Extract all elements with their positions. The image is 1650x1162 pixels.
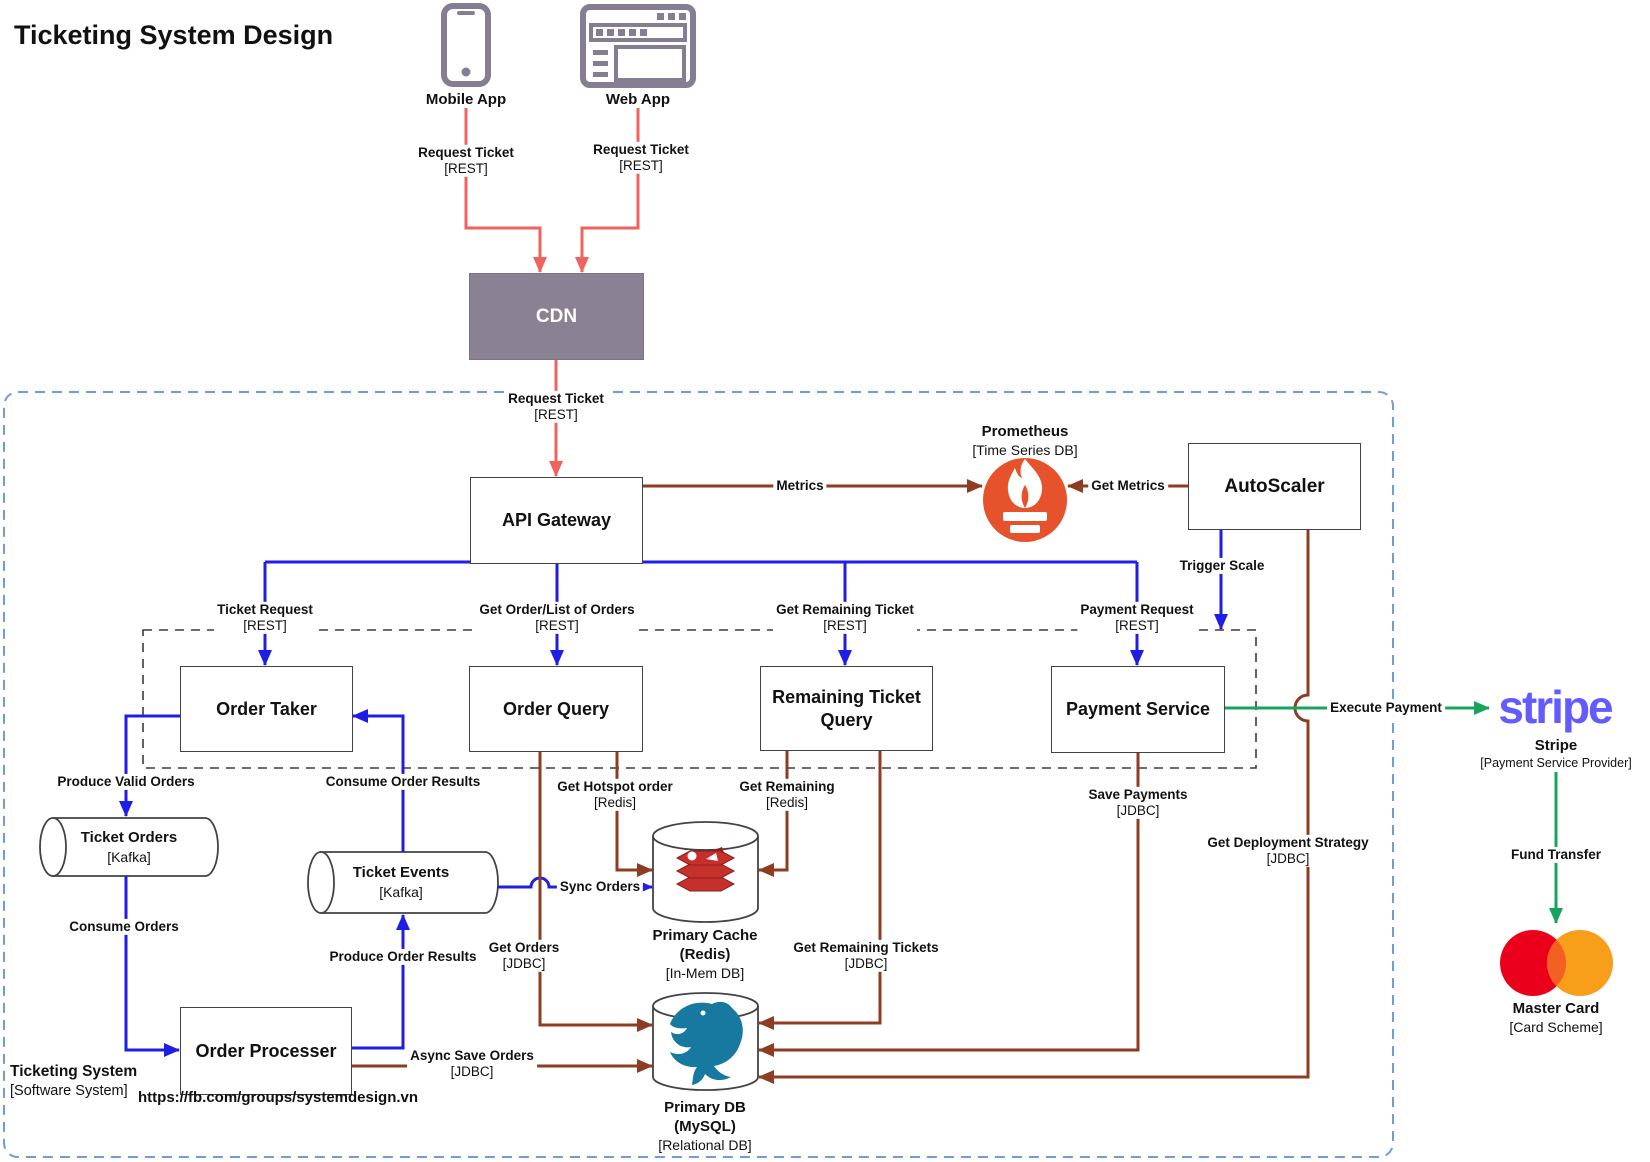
node-order-taker: Order Taker (180, 666, 353, 752)
edge-label-get-remaining: Get Remaining [Redis] (736, 778, 838, 812)
node-api-gateway: API Gateway (470, 477, 643, 564)
edge-label-trigger-scale: Trigger Scale (1176, 557, 1268, 575)
mastercard-circles-icon (1500, 930, 1613, 996)
node-autoscaler: AutoScaler (1188, 443, 1361, 530)
edge-label-produce-order-results: Produce Order Results (326, 948, 480, 966)
node-payment-service: Payment Service (1051, 666, 1225, 753)
stripe-wordmark: stripe (1498, 681, 1613, 733)
edge-label-fund-transfer: Fund Transfer (1507, 846, 1605, 864)
edge-produce-valid-orders (119, 714, 180, 817)
edge-label-get-orders: Get Orders [JDBC] (485, 939, 563, 973)
edge-label-async-save-orders: Async Save Orders [JDBC] (407, 1047, 537, 1081)
node-remaining-ticket-query: Remaining Ticket Query (760, 666, 933, 751)
mysql-dolphin-icon (670, 1001, 743, 1085)
edge-label-cdn-gateway: Request Ticket [REST] (505, 390, 607, 424)
prometheus-torch-icon (983, 458, 1067, 542)
boundary-title: Ticketing System [Software System] (10, 1063, 138, 1100)
primary-db-label: Primary DB (MySQL) [Relational DB] (658, 1099, 752, 1153)
mastercard-label: Master Card [Card Scheme] (1509, 1000, 1603, 1035)
browser-window-icon (580, 4, 696, 88)
edge-label-get-remaining-tickets: Get Remaining Tickets [JDBC] (790, 939, 942, 973)
edge-label-web-cdn: Request Ticket [REST] (590, 141, 692, 175)
edge-label-get-hotspot-order: Get Hotspot order [Redis] (554, 778, 676, 812)
edge-label-save-payments: Save Payments [JDBC] (1085, 786, 1191, 820)
stripe-label: Stripe [Payment Service Provider] (1480, 737, 1632, 770)
node-cdn: CDN (469, 273, 644, 360)
edge-label-produce-valid-orders: Produce Valid Orders (54, 773, 198, 791)
node-order-query: Order Query (469, 666, 643, 752)
edge-get-remaining-tickets (758, 751, 882, 1030)
edge-label-execute-payment: Execute Payment (1327, 699, 1445, 717)
edge-label-mobile-cdn: Request Ticket [REST] (415, 144, 517, 178)
edge-label-sync-orders: Sync Orders (556, 878, 644, 896)
edge-produce-order-results (352, 914, 410, 1050)
edge-label-consume-orders: Consume Orders (66, 918, 182, 936)
ticket-events-label: Ticket Events [Kafka] (352, 864, 450, 900)
ticketing-system-boundary (3, 391, 1394, 1158)
edge-get-orders (538, 750, 653, 1032)
edge-label-consume-order-results: Consume Order Results (322, 773, 484, 791)
edge-web-to-cdn (575, 108, 640, 273)
ticket-orders-queue-shape (39, 817, 219, 877)
mobile-app-label: Mobile App (425, 91, 507, 108)
edge-label-get-metrics: Get Metrics (1088, 477, 1168, 495)
edge-consume-order-results (352, 709, 405, 852)
web-app-label: Web App (605, 91, 671, 108)
edge-label-get-order-list: Get Order/List of Orders [REST] (476, 601, 638, 635)
primary-cache-label: Primary Cache (Redis) [In-Mem DB] (652, 927, 758, 981)
edge-label-get-deployment-strategy: Get Deployment Strategy [JDBC] (1204, 834, 1372, 868)
edge-consume-orders (124, 876, 180, 1057)
ticket-events-queue-shape (307, 851, 499, 914)
edge-label-metrics: Metrics (773, 477, 827, 495)
edge-label-get-remaining-ticket: Get Remaining Ticket [REST] (773, 601, 917, 635)
page-title: Ticketing System Design (14, 20, 334, 50)
edge-mobile-to-cdn (464, 108, 547, 273)
group-url: https://fb.com/groups/systemdesign.vn (138, 1089, 419, 1106)
edge-save-payments (758, 751, 1140, 1057)
edge-label-payment-request: Payment Request [REST] (1077, 601, 1197, 635)
mobile-phone-icon (441, 3, 491, 87)
edge-label-ticket-request: Ticket Request [REST] (214, 601, 316, 635)
services-dashed-group (142, 629, 1257, 769)
prometheus-label: Prometheus [Time Series DB] (972, 423, 1078, 458)
ticket-orders-label: Ticket Orders [Kafka] (80, 829, 178, 865)
node-order-processer: Order Processer (180, 1007, 352, 1095)
redis-stack-icon (675, 847, 736, 892)
